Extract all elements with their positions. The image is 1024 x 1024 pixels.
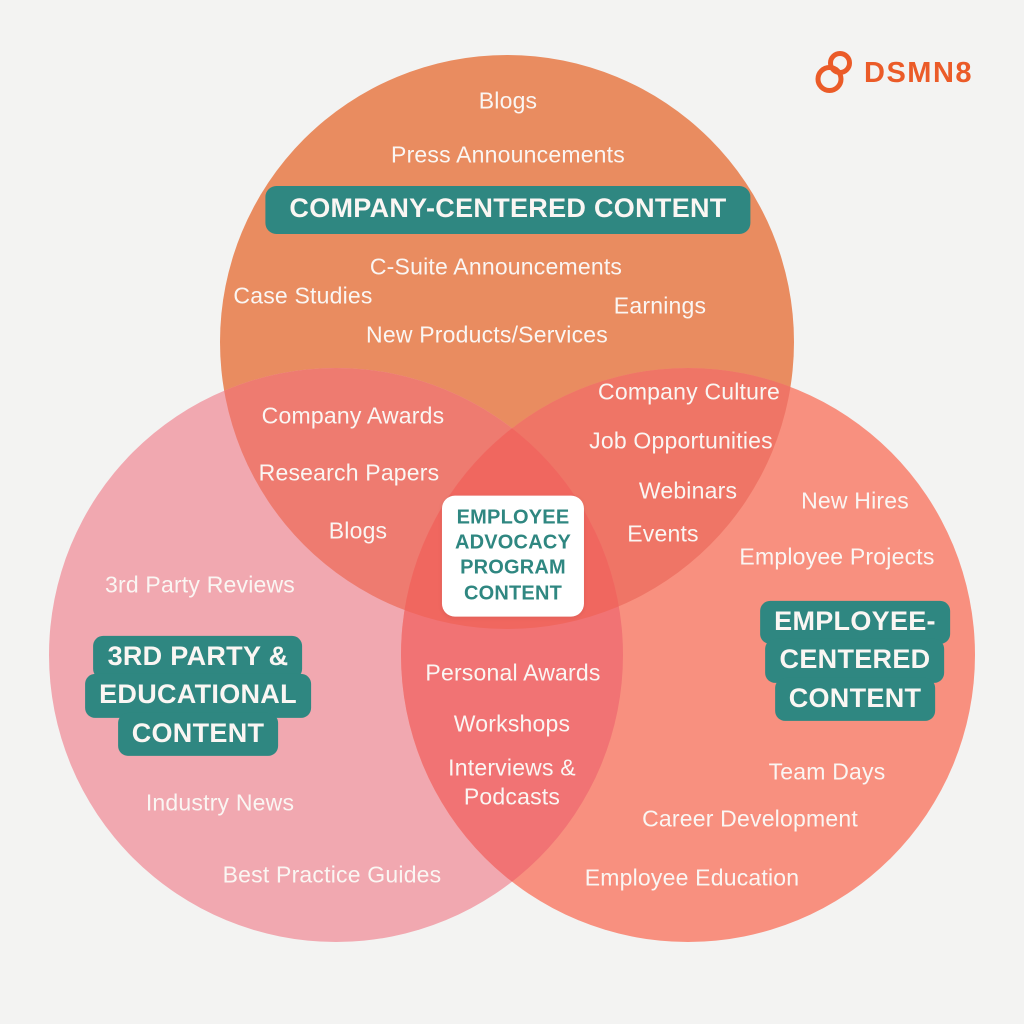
badge-line: CENTERED	[765, 639, 945, 683]
item-research-papers: Research Papers	[258, 459, 440, 486]
employee-advocacy-program-content-box: EMPLOYEE ADVOCACY PROGRAM CONTENT	[441, 495, 585, 617]
item-best-practice-guides: Best Practice Guides	[222, 861, 442, 888]
dsmn8-logo: DSMN8	[813, 50, 973, 96]
item-3rd-party-reviews: 3rd Party Reviews	[104, 571, 296, 598]
item-new-products-services: New Products/Services	[366, 321, 608, 348]
center-box-line: EMPLOYEE	[456, 506, 570, 529]
item-personal-awards: Personal Awards	[425, 659, 601, 686]
item-industry-news: Industry News	[145, 789, 295, 816]
item-earnings: Earnings	[613, 292, 707, 319]
item-workshops: Workshops	[453, 710, 571, 737]
item-company-awards: Company Awards	[261, 402, 445, 429]
item-webinars: Webinars	[638, 477, 738, 504]
item-events: Events	[627, 520, 699, 547]
company-centered-content-badge: COMPANY-CENTERED CONTENT	[265, 186, 751, 234]
dsmn8-rings-icon	[815, 51, 852, 93]
badge-line: CONTENT	[117, 712, 279, 757]
employee-centered-content-badge: EMPLOYEE- CENTERED CONTENT	[760, 600, 950, 722]
badge-line: EMPLOYEE-	[760, 600, 950, 645]
item-interviews-podcasts: Interviews & Podcasts	[448, 754, 576, 810]
badge-line: EDUCATIONAL	[85, 674, 311, 718]
item-new-hires: New Hires	[801, 487, 909, 514]
badge-line: CONTENT	[774, 677, 936, 722]
item-job-opportunities: Job Opportunities	[589, 427, 773, 454]
center-box-line: PROGRAM	[460, 557, 566, 579]
third-party-educational-content-badge: 3RD PARTY & EDUCATIONAL CONTENT	[85, 635, 311, 757]
item-career-development: Career Development	[642, 805, 858, 832]
item-employee-education: Employee Education	[584, 864, 800, 891]
item-employee-projects: Employee Projects	[739, 543, 935, 570]
item-team-days: Team Days	[768, 758, 886, 785]
item-blogs-overlap: Blogs	[328, 517, 388, 544]
item-blogs-company: Blogs	[478, 87, 538, 114]
dsmn8-wordmark: DSMN8	[864, 56, 974, 89]
center-box-line: ADVOCACY	[454, 531, 572, 554]
item-company-culture: Company Culture	[598, 378, 780, 405]
item-c-suite-announcements: C-Suite Announcements	[369, 253, 623, 280]
center-box-line: CONTENT	[463, 582, 563, 605]
badge-line: 3RD PARTY &	[93, 635, 303, 680]
item-case-studies: Case Studies	[233, 282, 373, 309]
item-press-announcements: Press Announcements	[391, 141, 625, 168]
